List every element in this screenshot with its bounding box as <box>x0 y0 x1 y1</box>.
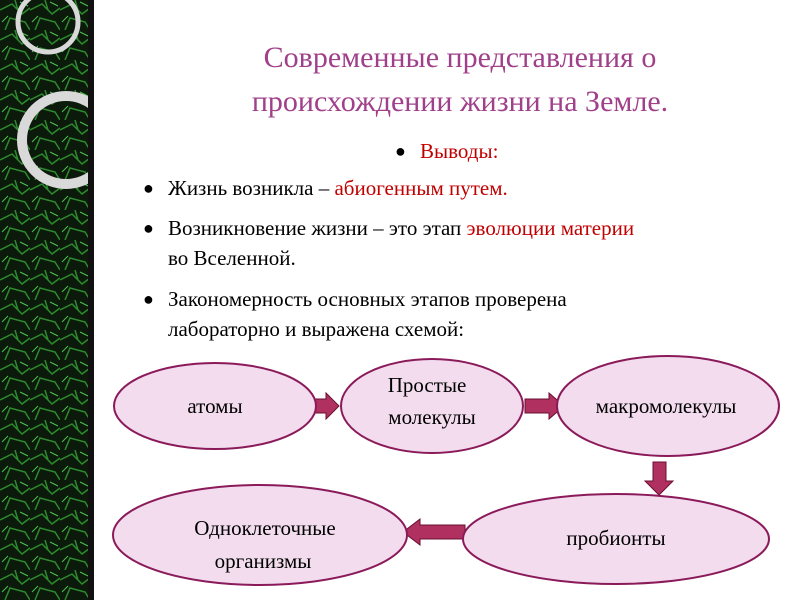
bullet-icon: ● <box>143 218 154 238</box>
bullet-text: Закономерность основных этапов проверена <box>168 287 567 311</box>
node-label: пробионты <box>566 526 665 550</box>
node-label: молекулы <box>388 405 475 429</box>
bullet-item: ● Возникновение жизни – это этап эволюци… <box>143 213 788 273</box>
node-label: организмы <box>215 549 312 573</box>
bullet-text: Возникновение жизни – это этап <box>168 216 467 240</box>
arrow-right-icon <box>524 391 565 421</box>
node-atoms: атомы <box>113 362 317 450</box>
node-macromolecules: макромолекулы <box>556 355 780 457</box>
ring-icon <box>17 91 90 189</box>
bullet-highlight: абиогенным путем. <box>334 176 508 200</box>
bullet-text: Жизнь возникла – <box>168 176 335 200</box>
heading-text: Выводы: <box>420 139 499 163</box>
ring-icon <box>15 0 81 55</box>
arrow-left-icon <box>402 517 466 547</box>
bullet-item: ● Жизнь возникла – абиогенным путем. <box>143 173 788 203</box>
sidebar-divider <box>88 0 94 600</box>
sidebar-texture <box>0 0 90 600</box>
bullet-icon: ● <box>143 289 154 309</box>
decorative-sidebar <box>0 0 90 600</box>
bullet-item: ● Закономерность основных этапов провере… <box>143 284 788 344</box>
title-line: происхождении жизни на Земле. <box>251 85 669 118</box>
slide-title: Современные представления о происхождени… <box>120 36 800 124</box>
node-simple-molecules: Простые молекулы <box>340 358 524 454</box>
arrow-down-icon <box>643 461 675 496</box>
node-label: атомы <box>187 394 242 418</box>
node-label: макромолекулы <box>596 394 737 418</box>
node-label: Простые <box>388 373 467 397</box>
node-label: Одноклеточные <box>194 516 335 540</box>
bullet-icon: ● <box>143 178 154 198</box>
node-unicellular-organisms: Одноклеточные организмы <box>112 484 408 586</box>
conclusions-heading: ● Выводы: <box>395 136 499 166</box>
bullet-highlight: эволюции материи <box>466 216 635 240</box>
bullet-text: во Вселенной. <box>168 246 296 270</box>
bullet-text: лабораторно и выражена схемой: <box>168 317 465 341</box>
node-probionts: пробионты <box>462 493 770 585</box>
bullet-icon: ● <box>395 141 406 161</box>
title-line: Современные представления о <box>263 41 657 74</box>
